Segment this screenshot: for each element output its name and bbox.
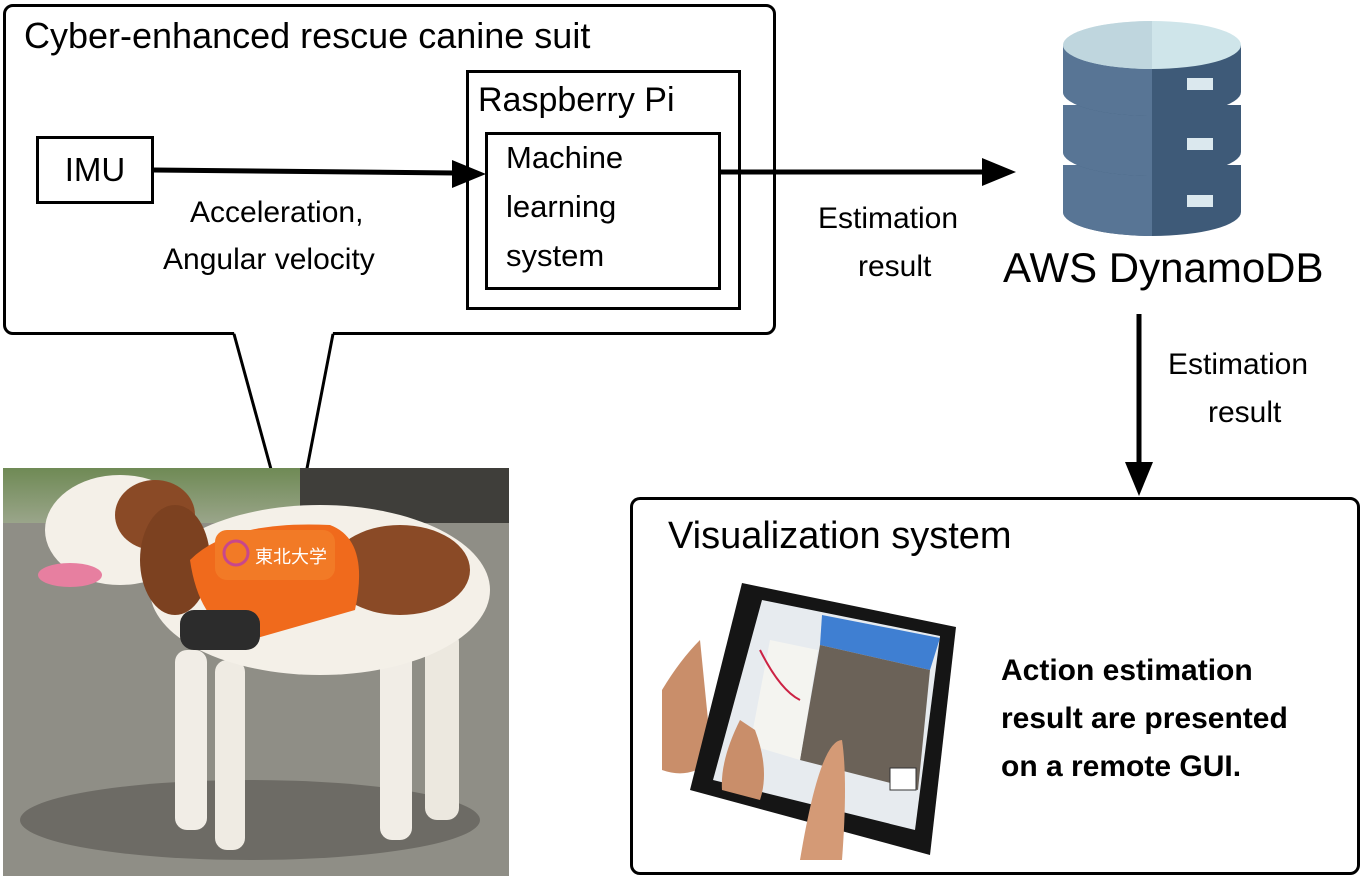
- imu-label: IMU: [64, 151, 126, 188]
- estimation-db-line-1: Estimation: [1168, 348, 1309, 381]
- tablet-photo: [662, 583, 956, 860]
- signal-line-1: Acceleration,: [190, 196, 364, 229]
- database-icon: [1063, 21, 1241, 236]
- imu-box: IMU: [36, 136, 154, 204]
- database-label: AWS DynamoDB: [1003, 244, 1324, 291]
- db-to-viz-arrow: [1125, 314, 1153, 496]
- vest-text: 東北大学: [255, 547, 327, 568]
- viz-caption-line-3: on a remote GUI.: [1001, 750, 1242, 783]
- ml-to-db-arrow: [721, 158, 1016, 186]
- viz-caption-line-2: result are presented: [1001, 702, 1288, 735]
- dog-photo: 東北大学: [3, 468, 509, 876]
- raspberry-pi-title: Raspberry Pi: [478, 81, 675, 119]
- visualization-title: Visualization system: [668, 515, 1012, 557]
- estimation-db-line-2: result: [1208, 396, 1282, 429]
- viz-caption-line-1: Action estimation: [1001, 654, 1253, 687]
- suit-title: Cyber-enhanced rescue canine suit: [24, 15, 591, 56]
- signal-line-2: Angular velocity: [163, 243, 375, 276]
- ml-line-2: learning: [506, 189, 617, 224]
- ml-line-3: system: [506, 238, 605, 273]
- estimation-line-1: Estimation: [818, 202, 959, 235]
- ml-line-1: Machine: [506, 140, 624, 175]
- estimation-line-2: result: [858, 250, 932, 283]
- ml-system-box: [485, 132, 721, 290]
- imu-to-ml-arrow: [153, 160, 486, 188]
